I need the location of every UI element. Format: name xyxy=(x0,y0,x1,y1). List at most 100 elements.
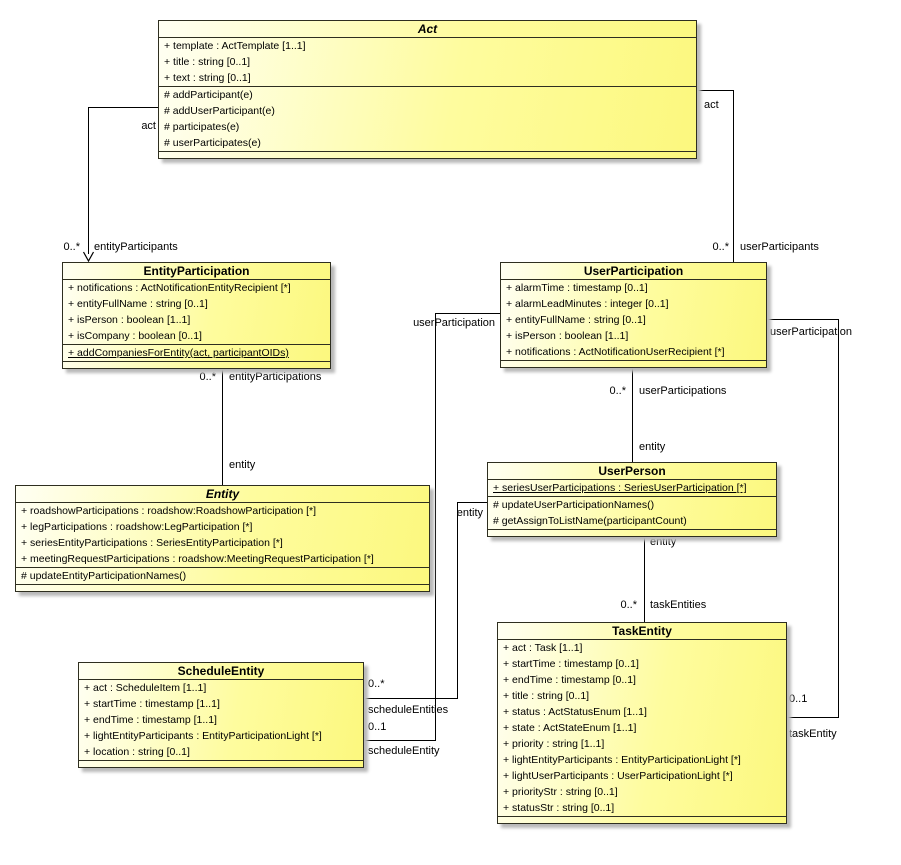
connector-userparticipation-userperson xyxy=(632,368,633,462)
attribute: + endTime : timestamp [1..1] xyxy=(84,714,217,726)
multiplicity-label: 0..1 xyxy=(368,721,387,733)
class-name: UserPerson xyxy=(488,463,776,480)
connector-act-userparticipation xyxy=(733,90,734,262)
role-label: entity xyxy=(456,507,483,519)
operation: # participates(e) xyxy=(164,121,240,133)
multiplicity-label: 0..* xyxy=(620,599,637,611)
connector-act-userparticipation xyxy=(695,90,734,91)
attribute: + act : Task [1..1] xyxy=(503,642,583,654)
attribute: + roadshowParticipations : roadshow:Road… xyxy=(21,505,317,517)
role-label: taskEntity xyxy=(789,728,837,740)
operation: # getAssignToListName(participantCount) xyxy=(493,515,687,527)
attribute: + priorityStr : string [0..1] xyxy=(503,786,618,798)
empty-compartment xyxy=(16,584,429,591)
role-label: entity xyxy=(650,536,677,548)
attribute: + template : ActTemplate [1..1] xyxy=(164,40,306,52)
attribute: + startTime : timestamp [1..1] xyxy=(84,698,220,710)
static-attribute: + seriesUserParticipations : SeriesUserP… xyxy=(493,482,747,494)
operation: # updateUserParticipationNames() xyxy=(493,499,655,511)
compartment-divider xyxy=(63,344,330,345)
connector-act-entityparticipation xyxy=(88,107,159,108)
static-operation: + addCompaniesForEntity(act, participant… xyxy=(68,347,289,359)
attribute: + state : ActStateEnum [1..1] xyxy=(503,722,637,734)
connector-userparticipation-scheduleentity xyxy=(362,740,436,741)
class-name: Act xyxy=(159,21,696,38)
operation: # userParticipates(e) xyxy=(164,137,261,149)
attribute: + lightEntityParticipants : EntityPartic… xyxy=(503,754,741,766)
attribute: + isCompany : boolean [0..1] xyxy=(68,330,202,342)
connector-entityparticipation-entity xyxy=(222,369,223,485)
attribute: + alarmTime : timestamp [0..1] xyxy=(506,282,648,294)
multiplicity-label: 0..* xyxy=(63,241,80,253)
empty-compartment xyxy=(488,529,776,536)
class-userparticipation[interactable]: UserParticipation + alarmTime : timestam… xyxy=(500,262,767,368)
attribute: + text : string [0..1] xyxy=(164,72,251,84)
role-label: entityParticipants xyxy=(94,241,178,253)
empty-compartment xyxy=(159,151,696,158)
multiplicity-label: 0..1 xyxy=(789,693,808,705)
class-userperson[interactable]: UserPerson + seriesUserParticipations : … xyxy=(487,462,777,537)
role-label: act xyxy=(704,99,719,111)
empty-compartment xyxy=(79,760,363,767)
attribute: + notifications : ActNotificationEntityR… xyxy=(68,282,291,294)
attribute: + startTime : timestamp [0..1] xyxy=(503,658,639,670)
class-name: UserParticipation xyxy=(501,263,766,280)
attribute: + entityFullName : string [0..1] xyxy=(68,298,208,310)
compartment-divider xyxy=(159,86,696,87)
role-label: userParticipations xyxy=(639,385,727,397)
role-label: act xyxy=(141,120,156,132)
connector-userparticipation-scheduleentity xyxy=(435,313,436,740)
role-label: entity xyxy=(229,459,256,471)
attribute: + isPerson : boolean [1..1] xyxy=(68,314,191,326)
role-label: taskEntities xyxy=(650,599,707,611)
connector-userparticipation-taskentity xyxy=(838,319,839,717)
operation: # addUserParticipant(e) xyxy=(164,105,275,117)
attribute: + alarmLeadMinutes : integer [0..1] xyxy=(506,298,669,310)
class-name: ScheduleEntity xyxy=(79,663,363,680)
connector-userperson-scheduleentity xyxy=(457,502,458,698)
connector-act-entityparticipation xyxy=(88,107,89,254)
class-name: Entity xyxy=(16,486,429,503)
attribute: + lightEntityParticipants : EntityPartic… xyxy=(84,730,322,742)
role-label: userParticipation xyxy=(770,326,852,338)
empty-compartment xyxy=(63,361,330,368)
connector-userparticipation-taskentity xyxy=(785,717,839,718)
class-name: TaskEntity xyxy=(498,623,786,640)
multiplicity-label: 0..* xyxy=(199,371,216,383)
attribute: + lightUserParticipants : UserParticipat… xyxy=(503,770,733,782)
role-label: userParticipation xyxy=(413,317,495,329)
operation: # addParticipant(e) xyxy=(164,89,253,101)
attribute: + statusStr : string [0..1] xyxy=(503,802,615,814)
class-act[interactable]: Act + template : ActTemplate [1..1] + ti… xyxy=(158,20,697,159)
connector-userperson-scheduleentity xyxy=(457,502,487,503)
compartment-divider xyxy=(488,496,776,497)
class-entityparticipation[interactable]: EntityParticipation + notifications : Ac… xyxy=(62,262,331,369)
role-label: scheduleEntity xyxy=(368,745,440,757)
multiplicity-label: 0..* xyxy=(609,385,626,397)
attribute: + act : ScheduleItem [1..1] xyxy=(84,682,207,694)
attribute: + meetingRequestParticipations : roadsho… xyxy=(21,553,374,565)
empty-compartment xyxy=(501,360,766,367)
attribute: + title : string [0..1] xyxy=(164,56,251,68)
attribute: + status : ActStatusEnum [1..1] xyxy=(503,706,647,718)
connector-userparticipation-scheduleentity xyxy=(435,313,500,314)
attribute: + entityFullName : string [0..1] xyxy=(506,314,646,326)
role-label: entity xyxy=(639,441,666,453)
role-label: scheduleEntities xyxy=(368,704,449,716)
attribute: + notifications : ActNotificationUserRec… xyxy=(506,346,725,358)
class-scheduleentity[interactable]: ScheduleEntity + act : ScheduleItem [1..… xyxy=(78,662,364,768)
attribute: + location : string [0..1] xyxy=(84,746,190,758)
attribute: + endTime : timestamp [0..1] xyxy=(503,674,636,686)
attribute: + seriesEntityParticipations : SeriesEnt… xyxy=(21,537,283,549)
connector-userparticipation-taskentity xyxy=(765,319,838,320)
class-taskentity[interactable]: TaskEntity + act : Task [1..1] + startTi… xyxy=(497,622,787,824)
compartment-divider xyxy=(16,567,429,568)
multiplicity-label: 0..* xyxy=(712,241,729,253)
connector-userperson-taskentity xyxy=(644,537,645,622)
multiplicity-label: 0..* xyxy=(368,678,385,690)
attribute: + priority : string [1..1] xyxy=(503,738,605,750)
class-entity[interactable]: Entity + roadshowParticipations : roadsh… xyxy=(15,485,430,592)
open-arrowhead-icon xyxy=(82,251,95,262)
attribute: + title : string [0..1] xyxy=(503,690,590,702)
